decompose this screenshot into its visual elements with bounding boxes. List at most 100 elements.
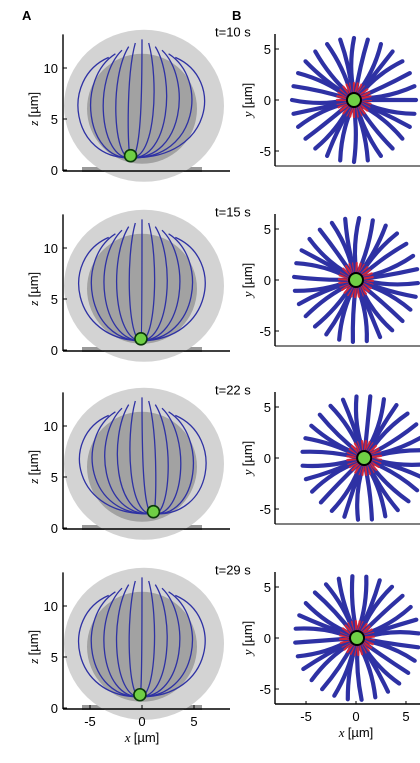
row-4-b-ytick-label: -5 (259, 682, 271, 697)
axes-layer (62, 34, 420, 710)
axis-var: z (26, 475, 41, 484)
row-2-b-ytick-label: -5 (259, 324, 271, 339)
row-2-bead-side (134, 331, 148, 346)
axis-unit: [µm] (240, 621, 255, 647)
row-2-top-red-fiber (337, 278, 351, 281)
axis-unit: [µm] (26, 272, 41, 298)
row-3-a-ztick-label: 10 (44, 419, 58, 434)
row-1-side-fiber (130, 49, 180, 159)
row-3-side-fiber (153, 414, 207, 515)
row-4-top-red-fiber (362, 635, 376, 639)
row-1-side-fiber (130, 53, 193, 159)
row-3-side-fiber (153, 407, 182, 515)
row-4-top-red-fiber (361, 625, 371, 635)
row-3-b-ytick-label: 0 (264, 451, 271, 466)
axis-var: y (240, 466, 255, 477)
row-2-time-label: t=15 s (215, 204, 251, 219)
row-2-side-fiber (140, 226, 168, 342)
row-1-top-red-fiber (339, 103, 350, 112)
row-4-side-fiber (139, 594, 206, 698)
row-2-side-fiber (116, 226, 142, 342)
row-1-top-red-fiber (359, 95, 372, 100)
row-2-top-red-fiber (354, 285, 357, 299)
row-1-a-zlabel: z [µm] (26, 92, 41, 127)
row-1-top-red-fiber (336, 95, 349, 100)
row-3-b-ytick-label: 5 (264, 400, 271, 415)
row-2-b-ylabel: y [µm] (240, 263, 255, 300)
row-4-side-fiber (139, 587, 181, 698)
panel-label-a: A (22, 8, 32, 23)
row-1-side-fiber (102, 49, 131, 159)
row-3-b-ylabel: y [µm] (240, 441, 255, 478)
row-1-b-ylabel: y [µm] (240, 83, 255, 120)
b-xtick-label: -5 (300, 709, 312, 724)
row-2-top-red-fiber (341, 283, 352, 291)
row-3-side-fiber (78, 414, 154, 515)
row-3-side-fiber (116, 404, 154, 515)
a-xlabel: x [µm] (124, 730, 160, 745)
row-4-time-label: t=29 s (215, 562, 251, 577)
row-1-side-fiber (89, 53, 131, 159)
row-4-side-fiber (103, 587, 140, 698)
row-4-bead-side (133, 687, 147, 702)
row-3-top-red-fiber (363, 463, 368, 476)
row-4-side-fiber (139, 591, 193, 698)
axis-var: z (26, 117, 41, 126)
row-2-a-ztick-label: 0 (51, 343, 58, 358)
row-2-side-fiber (103, 229, 142, 342)
row-3-a-ztick-label: 5 (51, 470, 58, 485)
row-2-a-ztick-label: 5 (51, 292, 58, 307)
row-1-top-red-fiber (354, 82, 359, 95)
row-2-top-red-fiber (355, 261, 358, 275)
a-xtick-label: -5 (84, 714, 96, 729)
row-4-bead-top (349, 630, 366, 646)
row-1-side-fiber (130, 56, 206, 159)
axis-var: y (240, 108, 255, 119)
row-4-side-fiber (90, 591, 140, 698)
axis-var: y (240, 646, 255, 657)
row-4-side-fiber (115, 584, 140, 698)
row-3-side-fiber (104, 407, 154, 515)
row-3-bead-top (356, 450, 373, 466)
row-4-b-ytick-label: 5 (264, 580, 271, 595)
row-4-b-ylabel: y [µm] (240, 621, 255, 658)
row-4-a-ztick-label: 0 (51, 701, 58, 716)
row-2-top-red-fiber (360, 269, 371, 277)
row-2-top-red-fiber (343, 284, 353, 294)
row-3-side-fiber (91, 411, 154, 515)
row-3-side-fiber (153, 411, 195, 515)
row-2-side-fiber (140, 236, 206, 342)
row-4-top-red-fiber (361, 640, 373, 649)
row-1-bead-side (123, 148, 138, 163)
axis-unit: [µm] (348, 725, 374, 740)
row-3-bead-side (146, 504, 161, 519)
row-3-b-ytick-label: -5 (259, 502, 271, 517)
row-4-top-red-fiber (358, 643, 364, 656)
row-2-b-ytick-label: 5 (264, 222, 271, 237)
fiber-layer (77, 35, 420, 702)
row-2-side-fiber (140, 233, 194, 342)
row-3-top-red-fiber (370, 454, 383, 459)
background-layer (64, 29, 224, 720)
row-1-a-ztick-label: 10 (44, 61, 58, 76)
row-2-a-ztick-label: 10 (44, 241, 58, 256)
row-3-side-fiber (129, 400, 154, 515)
axis-unit: [µm] (240, 441, 255, 467)
row-2-top-red-fiber (360, 283, 370, 293)
row-4-a-ztick-label: 10 (44, 599, 58, 614)
row-3-top-red-fiber (363, 440, 367, 453)
row-4-side-fiber (77, 594, 140, 698)
axis-var: z (26, 655, 41, 664)
row-4-a-zlabel: z [µm] (26, 630, 41, 665)
b-xlabel: x [µm] (338, 725, 374, 740)
row-4-top-red-fiber (344, 624, 354, 635)
row-1-b-ytick-label: -5 (259, 144, 271, 159)
axis-unit: [µm] (240, 83, 255, 109)
row-1-side-fiber (77, 56, 131, 159)
row-2-top-red-fiber (361, 276, 374, 280)
row-1-top-red-fiber (359, 91, 371, 99)
row-1-side-fiber (130, 42, 155, 159)
row-4-top-red-fiber (341, 627, 353, 636)
